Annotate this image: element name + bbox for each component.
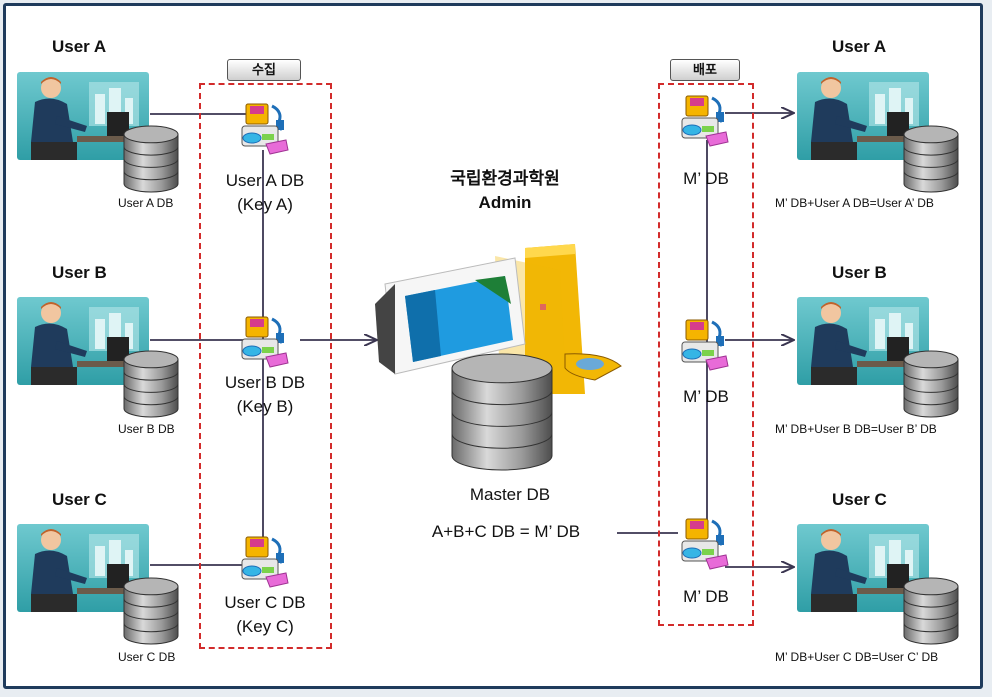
formula-label: A+B+C DB = M’ DB [431,522,581,541]
user-c-database-icon [122,576,180,646]
distribute-tag: 배포 [670,59,740,81]
right-user-c-db-caption: M’ DB+User C DB=User C’ DB [775,650,939,664]
right-user-a-database-icon [902,124,960,194]
admin-title: 국립환경과학원 Admin [400,167,610,215]
collect-box [199,83,332,649]
collect-node-b-key: (Key B) [236,397,294,416]
collect-node-c-label: User C DB (Key C) [205,591,325,639]
user-c-title: User C [52,490,107,509]
right-user-b-db-caption: M’ DB+User B DB=User B’ DB [775,422,937,436]
right-user-b-database-icon [902,349,960,419]
distribute-node-a-label: M’ DB [683,169,729,188]
collect-node-a-name: User A DB [225,171,305,190]
admin-computer-icon [375,244,625,394]
distribute-node-a-icon [680,92,730,150]
user-b-database-icon [122,349,180,419]
distribute-node-c-icon [680,515,730,573]
right-user-a-title: User A [832,37,887,56]
collect-node-c-icon [240,533,290,591]
collect-node-c-name: User C DB [224,593,306,612]
collect-node-a-label: User A DB (Key A) [205,169,325,217]
user-b-db-caption: User B DB [118,422,175,436]
right-user-c-database-icon [902,576,960,646]
collect-node-c-key: (Key C) [236,617,294,636]
master-db-icon [450,352,554,472]
user-b-workstation-icon [17,297,149,385]
right-user-b-workstation-icon [797,297,929,385]
user-c-workstation-icon [17,524,149,612]
distribute-node-c-label: M’ DB [683,587,729,606]
collect-node-a-key: (Key A) [237,195,293,214]
collect-tag: 수집 [227,59,301,81]
right-user-c-workstation-icon [797,524,929,612]
right-user-c-title: User C [832,490,887,509]
user-a-db-caption: User A DB [118,196,174,210]
collect-node-b-label: User B DB (Key B) [205,371,325,419]
right-user-b-title: User B [832,263,887,282]
master-db-label: Master DB [469,485,551,504]
admin-role: Admin [478,193,532,212]
distribute-node-b-icon [680,316,730,374]
user-a-database-icon [122,124,180,194]
user-a-title: User A [52,37,107,56]
user-b-title: User B [52,263,107,282]
right-user-a-workstation-icon [797,72,929,160]
distribute-box [658,83,754,626]
org-name: 국립환경과학원 [450,169,560,188]
user-c-db-caption: User C DB [118,650,176,664]
right-user-a-db-caption: M’ DB+User A DB=User A’ DB [775,196,934,210]
collect-node-b-icon [240,313,290,371]
distribute-node-b-label: M’ DB [683,387,729,406]
collect-node-b-name: User B DB [224,373,306,392]
collect-node-a-icon [240,100,290,158]
user-a-workstation-icon [17,72,149,160]
